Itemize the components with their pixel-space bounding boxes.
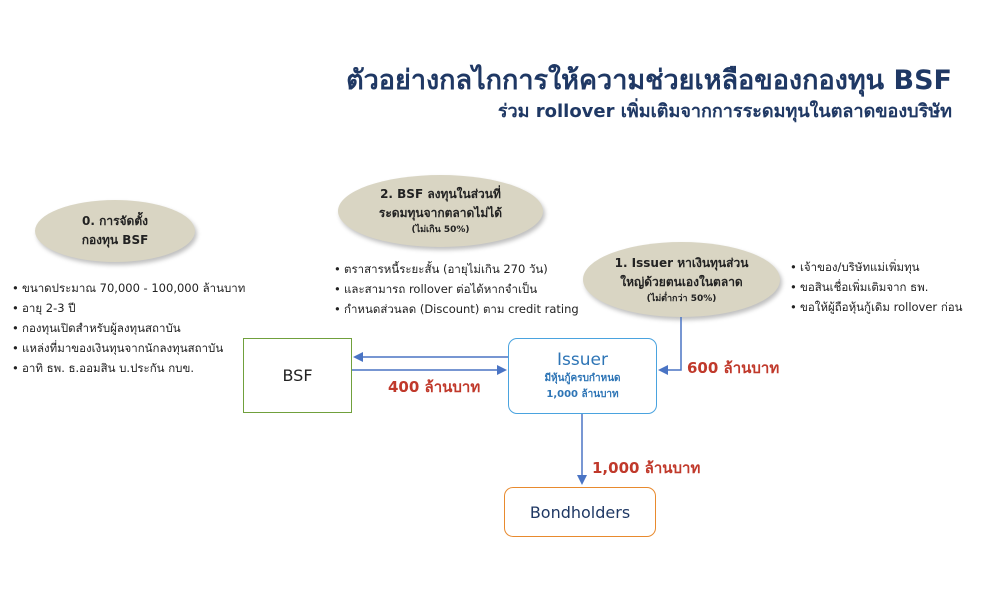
- step1-ellipse: 1. Issuer หาเงินทุนส่วน ใหญ่ด้วยตนเองในต…: [583, 242, 780, 317]
- list-item: อายุ 2-3 ปี: [12, 298, 245, 318]
- left-bullet-list: ขนาดประมาณ 70,000 - 100,000 ล้านบาท อายุ…: [12, 278, 245, 378]
- bsf-box-label: BSF: [282, 366, 313, 385]
- step0-ellipse: 0. การจัดตั้ง กองทุน BSF: [35, 200, 195, 262]
- step2-line1: 2. BSF ลงทุนในส่วนที่: [380, 187, 501, 201]
- amount-bsf: 400 ล้านบาท: [388, 378, 481, 396]
- issuer-box-line1: มีหุ้นกู้ครบกำหนด: [544, 373, 621, 384]
- step0-line2: กองทุน BSF: [81, 233, 149, 247]
- step0-line1: 0. การจัดตั้ง: [81, 214, 148, 228]
- page-title: ตัวอย่างกลไกการให้ความช่วยเหลือของกองทุน…: [346, 65, 952, 96]
- amount-bondholders: 1,000 ล้านบาท: [592, 459, 701, 477]
- step1-line1: 1. Issuer หาเงินทุนส่วน: [614, 255, 749, 270]
- issuer-box-line2: 1,000 ล้านบาท: [546, 389, 619, 400]
- bsf-box: BSF: [243, 338, 352, 413]
- issuer-box: Issuer มีหุ้นกู้ครบกำหนด 1,000 ล้านบาท: [508, 338, 657, 414]
- list-item: แหล่งที่มาของเงินทุนจากนักลงทุนสถาบัน: [12, 338, 245, 358]
- middle-bullet-list: ตราสารหนี้ระยะสั้น (อายุไม่เกิน 270 วัน)…: [334, 259, 579, 319]
- list-item: เจ้าของ/บริษัทแม่เพิ่มทุน: [790, 257, 963, 277]
- step1-line2: ใหญ่ด้วยตนเองในตลาด: [620, 274, 743, 289]
- bondholders-box: Bondholders: [504, 487, 656, 537]
- list-item: ขอสินเชื่อเพิ่มเติมจาก ธพ.: [790, 277, 963, 297]
- list-item: และสามารถ rollover ต่อได้หากจำเป็น: [334, 279, 579, 299]
- list-item: ตราสารหนี้ระยะสั้น (อายุไม่เกิน 270 วัน): [334, 259, 579, 279]
- list-item: อาทิ ธพ. ธ.ออมสิน บ.ประกัน กบข.: [12, 358, 245, 378]
- page-subtitle: ร่วม rollover เพิ่มเติมจากการระดมทุนในตล…: [497, 101, 952, 122]
- amount-market: 600 ล้านบาท: [687, 359, 780, 377]
- list-item: กำหนดส่วนลด (Discount) ตาม credit rating: [334, 299, 579, 319]
- issuer-box-label: Issuer: [557, 350, 608, 370]
- list-item: กองทุนเปิดสำหรับผู้ลงทุนสถาบัน: [12, 318, 245, 338]
- step2-note: (ไม่เกิน 50%): [411, 225, 470, 235]
- arrow-market-to-issuer: [658, 317, 682, 375]
- step1-note: (ไม่ต่ำกว่า 50%): [646, 293, 717, 304]
- list-item: ขอให้ผู้ถือหุ้นกู้เดิม rollover ก่อน: [790, 297, 963, 317]
- step2-line2: ระดมทุนจากตลาดไม่ได้: [378, 206, 503, 220]
- right-bullet-list: เจ้าของ/บริษัทแม่เพิ่มทุน ขอสินเชื่อเพิ่…: [790, 257, 963, 317]
- step2-ellipse: 2. BSF ลงทุนในส่วนที่ ระดมทุนจากตลาดไม่ไ…: [338, 175, 543, 247]
- bondholders-box-label: Bondholders: [529, 502, 631, 522]
- list-item: ขนาดประมาณ 70,000 - 100,000 ล้านบาท: [12, 278, 245, 298]
